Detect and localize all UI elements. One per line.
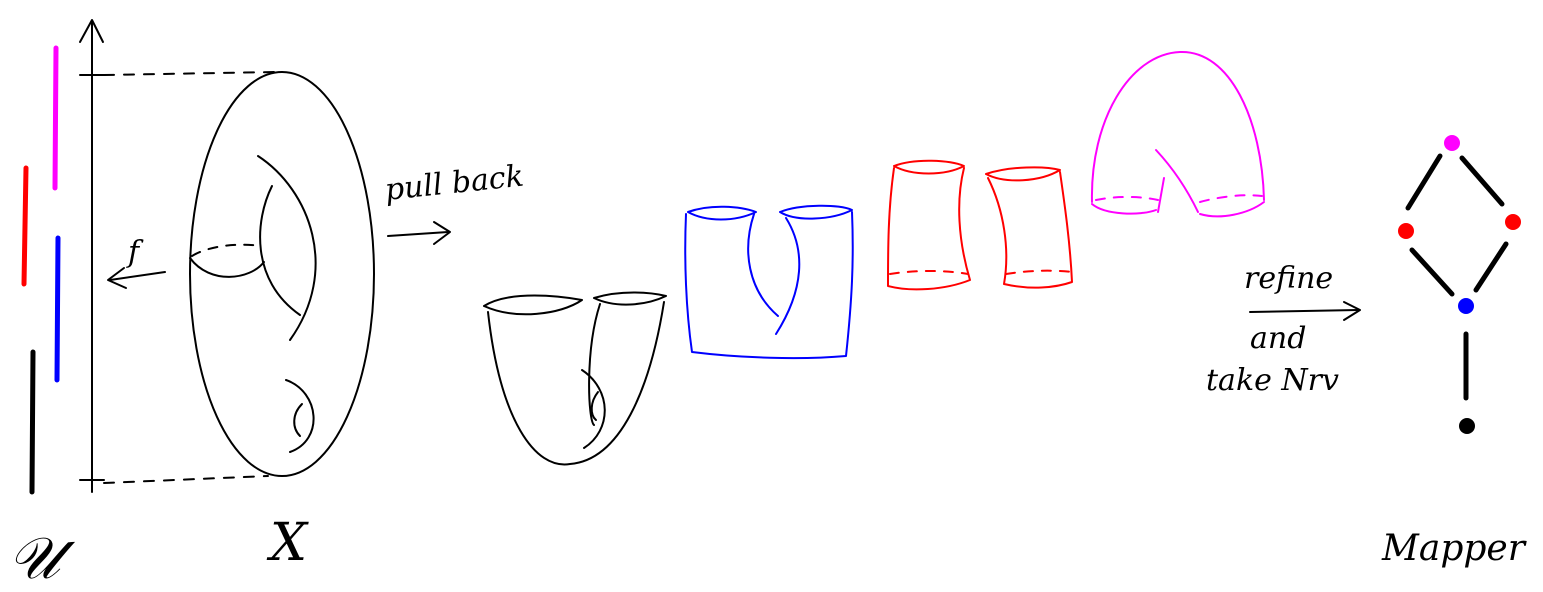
pullback-arrow bbox=[388, 222, 450, 244]
torus bbox=[190, 72, 374, 476]
blue-piece-inner-right bbox=[776, 218, 799, 334]
refine-arrow-shaft bbox=[1250, 310, 1358, 312]
torus-level-cut-solid bbox=[190, 258, 264, 277]
black-piece bbox=[484, 293, 666, 465]
black-piece-left-rim bbox=[484, 296, 582, 315]
black-piece-right-rim bbox=[594, 293, 666, 305]
torus-lower-hole-arc2 bbox=[294, 404, 302, 436]
black-piece-inner-seam bbox=[589, 304, 600, 425]
torus-level-cut-dashed bbox=[192, 245, 262, 256]
edge-top-right bbox=[1462, 158, 1502, 204]
label-and: and bbox=[1250, 321, 1306, 356]
torus-outer-inner-curve bbox=[258, 156, 316, 340]
red-piece-right-dashed bbox=[1006, 271, 1072, 274]
cover-intervals bbox=[24, 48, 58, 492]
blue-piece-right-rim bbox=[780, 206, 852, 219]
magenta-interval bbox=[55, 48, 56, 188]
torus-outline bbox=[190, 72, 374, 476]
red-piece-right-rim bbox=[986, 167, 1060, 180]
black-piece-body bbox=[488, 302, 664, 464]
edge-left-middle bbox=[1412, 250, 1452, 294]
red-piece-left-rim bbox=[894, 161, 964, 174]
black-interval bbox=[32, 352, 33, 492]
axis-line bbox=[92, 22, 93, 492]
top-dashed-line bbox=[104, 72, 276, 75]
magenta-piece-arch bbox=[1092, 52, 1264, 202]
label-refine: refine bbox=[1244, 261, 1333, 296]
label-map: f bbox=[126, 235, 144, 270]
blue-piece-outer-body bbox=[685, 212, 853, 358]
magenta-piece-right-base bbox=[1200, 202, 1264, 216]
node-bottom bbox=[1459, 418, 1475, 434]
bottom-dashed-line bbox=[104, 476, 268, 483]
blue-interval bbox=[57, 238, 58, 380]
edge-top-left bbox=[1408, 156, 1440, 208]
label-cover: 𝒰 bbox=[8, 524, 76, 592]
red-piece bbox=[888, 161, 1072, 290]
value-axis bbox=[80, 20, 104, 492]
blue-piece bbox=[685, 206, 853, 358]
mapper-graph bbox=[1398, 135, 1521, 434]
node-left bbox=[1398, 223, 1414, 239]
node-right bbox=[1505, 214, 1521, 230]
red-piece-left-dashed bbox=[890, 271, 968, 274]
black-piece-hole-arc2 bbox=[592, 392, 598, 420]
magenta-piece-inner-arch bbox=[1156, 150, 1198, 212]
blue-piece-left-rim bbox=[688, 207, 756, 220]
torus-lower-hole-arc1 bbox=[286, 380, 314, 452]
magenta-piece-left-stub bbox=[1158, 178, 1164, 212]
refine-arrow bbox=[1250, 302, 1360, 320]
label-space: X bbox=[266, 513, 309, 573]
black-piece-hole-arc1 bbox=[582, 370, 605, 448]
red-interval bbox=[24, 168, 26, 284]
torus-inner-curve bbox=[260, 186, 300, 315]
label-pullback: pull back bbox=[383, 159, 525, 208]
label-mapper: Mapper bbox=[1381, 528, 1527, 569]
node-middle bbox=[1458, 298, 1474, 314]
node-top bbox=[1444, 135, 1460, 151]
label-take-nrv: take Nrv bbox=[1206, 363, 1339, 398]
map-f bbox=[108, 268, 165, 288]
edge-right-middle bbox=[1476, 244, 1506, 290]
magenta-piece-left-base bbox=[1092, 204, 1156, 214]
magenta-piece-left-dashed bbox=[1096, 197, 1158, 200]
pullback-arrow-shaft bbox=[388, 232, 448, 236]
blue-piece-inner-left bbox=[748, 214, 778, 316]
magenta-piece-right-dashed bbox=[1200, 195, 1262, 202]
magenta-piece bbox=[1092, 52, 1264, 216]
